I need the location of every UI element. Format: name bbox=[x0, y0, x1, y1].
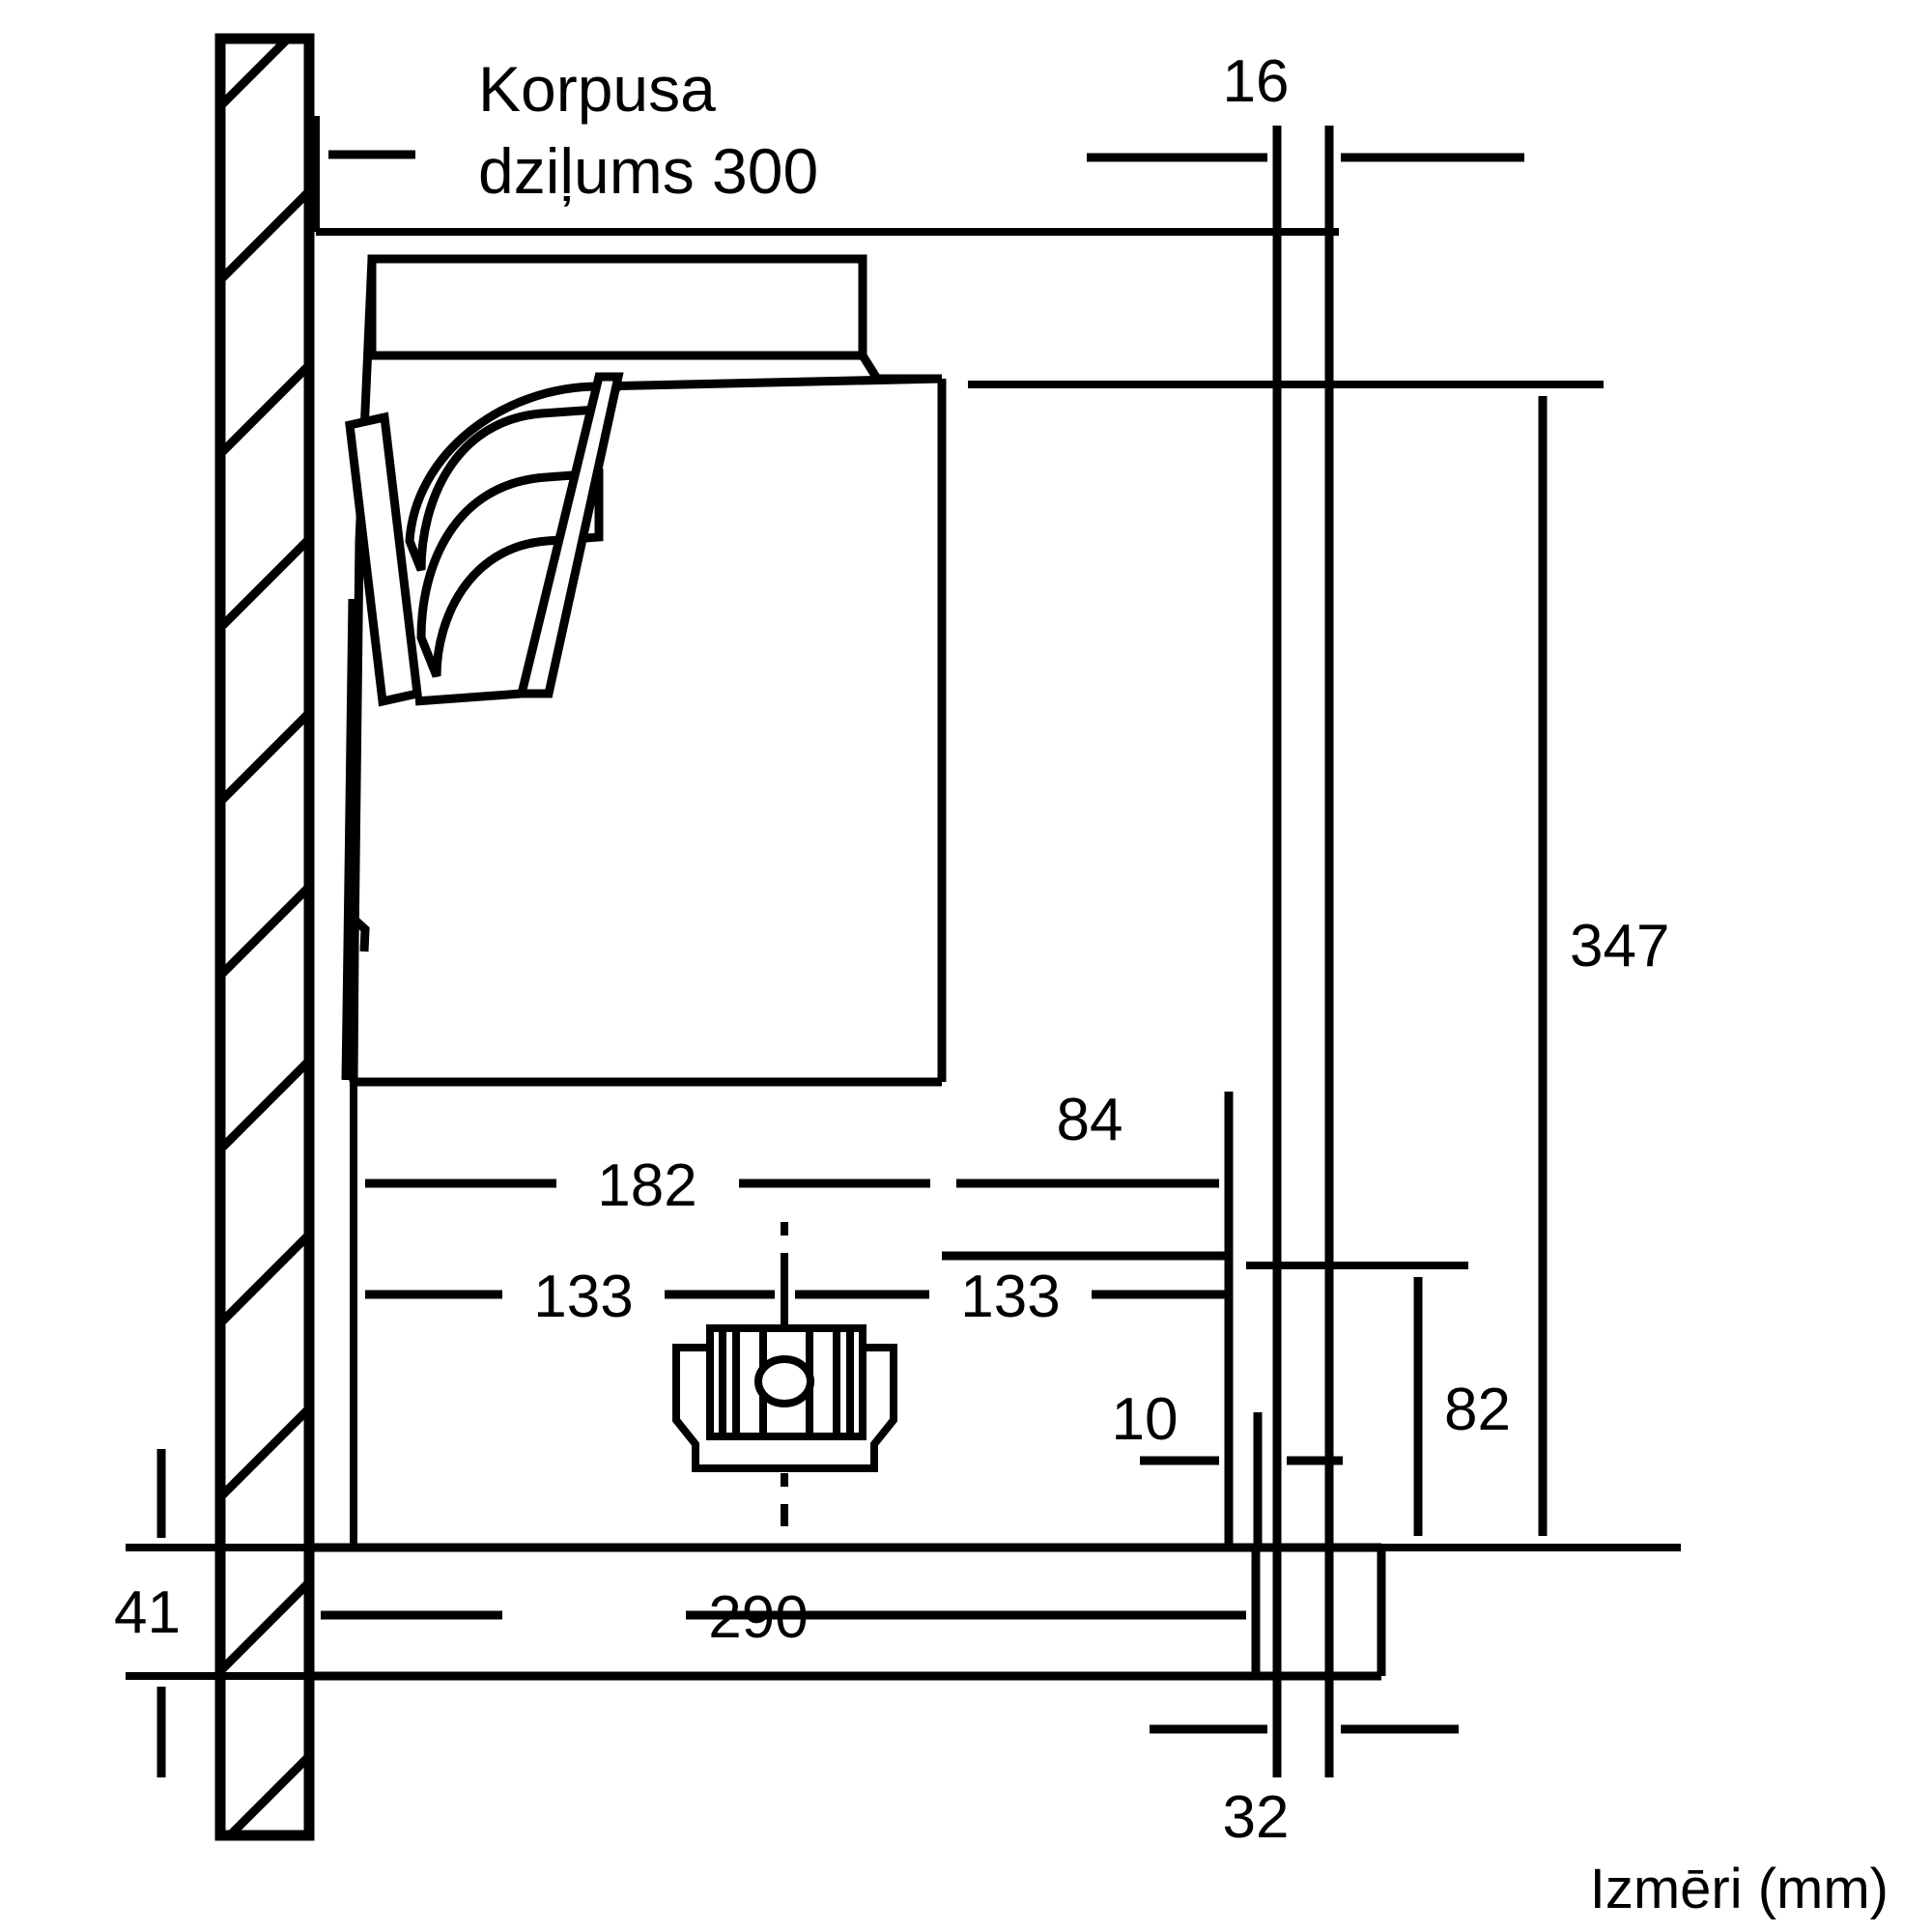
dim-347-label: 347 bbox=[1570, 913, 1669, 980]
dim-133-right-label: 133 bbox=[960, 1264, 1060, 1330]
dim-32-group bbox=[1150, 1676, 1459, 1777]
dim-347-group bbox=[968, 381, 1681, 1551]
title-line-1: Korpusa bbox=[478, 53, 716, 125]
dim-133-left-label: 133 bbox=[533, 1264, 633, 1330]
bottom-shelf bbox=[309, 1543, 1386, 1681]
dim-84-label: 84 bbox=[1057, 1087, 1123, 1153]
dim-133-group bbox=[364, 1222, 1234, 1546]
body-inner-lines bbox=[414, 689, 523, 706]
dim-32-label: 32 bbox=[1223, 1784, 1290, 1851]
dim-41-label: 41 bbox=[114, 1579, 181, 1646]
duct-outlet-detail bbox=[672, 1324, 897, 1472]
dim-182-group bbox=[350, 1082, 931, 1546]
dim-182-label: 182 bbox=[597, 1152, 696, 1219]
dim-10-group bbox=[1140, 1412, 1343, 1546]
dim-16-label: 16 bbox=[1223, 48, 1290, 115]
dim-82-label: 82 bbox=[1444, 1377, 1511, 1443]
title-line-2: dziļums 300 bbox=[478, 135, 818, 207]
dim-10-label: 10 bbox=[1112, 1386, 1179, 1453]
dim-16-group bbox=[1087, 126, 1524, 242]
dim-82-group bbox=[1246, 1262, 1468, 1537]
filter-assembly bbox=[345, 372, 629, 707]
wall-section bbox=[214, 33, 315, 1841]
appliance-body bbox=[341, 254, 947, 1087]
dim-84-group bbox=[955, 1092, 1234, 1256]
wall-hatching bbox=[220, 39, 309, 1835]
right-panel bbox=[1272, 242, 1334, 1548]
dim-41-group bbox=[126, 1449, 319, 1777]
depth-dimension-group bbox=[312, 116, 1339, 236]
dim-290-label: 290 bbox=[708, 1584, 808, 1651]
units-footer-label: Izmēri (mm) bbox=[1590, 1858, 1889, 1920]
